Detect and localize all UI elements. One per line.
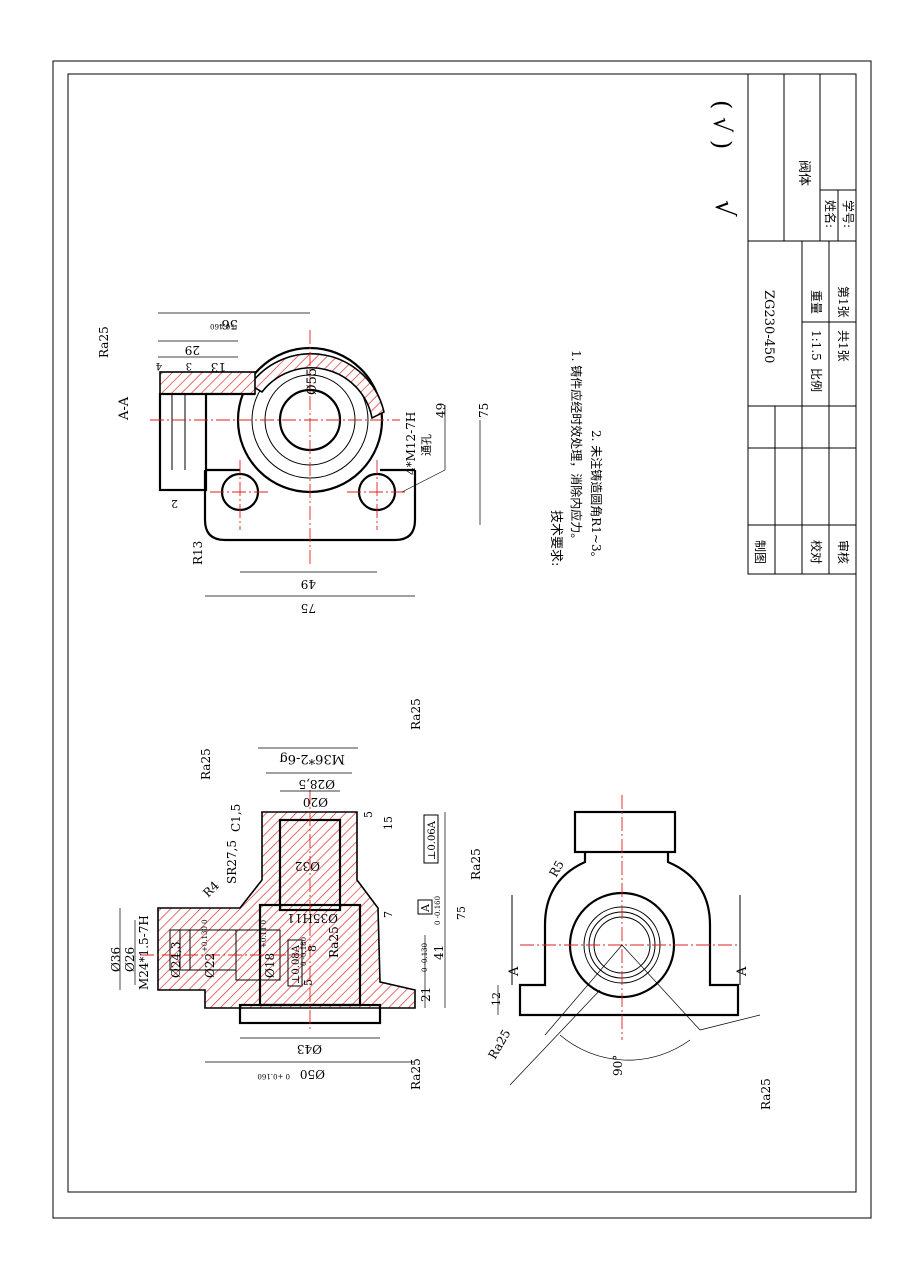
roughness-bracket-icon: ( √ ) [708,100,736,149]
dim-phi24-3: Ø24,3 [169,941,183,978]
note-2: 2. 未注铸造圆角R1~3。 [589,430,604,564]
cut-a-right: A [735,966,750,977]
dim-90deg: 90° [611,1055,625,1076]
dim-phi18-tol: +0.11 0 [260,920,268,948]
dim-phi20: Ø20 [303,795,328,809]
dim-8: 8 [306,945,319,952]
ra-front: Ra25 [759,1078,773,1110]
tol-perp1: ⊥0.06A [427,820,438,860]
dim-12: 12 [490,992,503,1006]
note-1: 1. 铸件应经时效处理，消除内应力。 [569,350,584,545]
ra-section-2: Ra25 [199,748,213,780]
dim-phi35: Ø35H11 [287,911,338,925]
ra-section-3: Ra25 [469,848,483,880]
sheets-total: 共1张 [836,330,850,362]
front-view: A A R5 12 90° Ra25 Ra25 [485,795,773,1110]
drawn-by-label: 制图 [753,540,767,564]
ra-front-2: Ra25 [485,1027,513,1061]
dim-phi22: Ø22 [203,953,217,978]
title-block: 阀体 姓名: 学号: ZG230-450 比例 1:1.5 重量 共1张 第1张… [747,73,857,575]
scale-value: 1:1.5 [809,330,823,361]
dim-phi43: Ø43 [297,1042,322,1056]
dim-75: 75 [455,906,468,920]
sheet-no: 第1张 [836,286,850,318]
dim-v75: 75 [477,403,491,418]
dim-phi50-tol: 0 +0.160 [257,1072,290,1080]
dim-phi55: Ø55 [305,368,320,395]
dim-13: 13 [211,360,226,374]
dim-15: 15 [382,816,395,830]
dim-c1-5: C1,5 [229,804,243,832]
dim-56-tol: +0.460 [210,322,236,330]
approved-label: 审核 [836,540,851,564]
ra-top: Ra25 [97,326,111,358]
section-view: M36*2-6g Ø28,5 Ø20 C1,5 SR27,5 R4 Ø32 Ø3… [109,698,483,1090]
dim-5b-tol: 0 -0.180 [300,937,308,966]
dim-5: 5 [362,811,375,818]
ra-section-5: Ra25 [409,1058,423,1090]
datum-a: A [419,903,432,913]
section-aa: A-A [117,396,132,421]
dim-h49: 49 [301,577,316,591]
dim-holes: 4*M12-7H [404,412,418,475]
dim-5b: 5 [302,979,315,986]
ra-section-1: Ra25 [409,698,423,730]
dim-21-tol: 0 -0.130 [421,943,429,972]
dim-56: 56 [221,316,238,331]
checked-label: 校对 [809,540,824,564]
dim-phi50: Ø50 [300,1067,325,1081]
dim-41: 41 [432,945,446,960]
weight-label: 重量 [809,290,823,314]
technical-notes: 技术要求: 1. 铸件应经时效处理，消除内应力。 2. 未注铸造圆角R1~3。 [548,350,604,566]
dim-7: 7 [382,911,395,918]
student-id-label: 学号: [841,200,856,228]
roughness-check-icon: √ [709,200,739,217]
tol-perp2: ⊥0.08A [291,944,302,984]
dim-sr27-5: SR27,5 [225,840,239,884]
roughness-symbol: √ ( √ ) [708,100,739,217]
dim-phi32: Ø32 [295,859,320,873]
notes-heading: 技术要求: [548,510,563,566]
dim-through: 通孔 [420,434,433,456]
dim-29: 29 [185,343,200,357]
dim-phi28-5: Ø28,5 [298,777,335,791]
outer-border [52,60,872,1219]
dim-r4: R4 [200,878,222,900]
drawing-no: ZG230-450 [761,290,776,363]
scale-label: 比例 [809,368,823,392]
cut-a-left: A [507,966,522,977]
inner-border [67,73,857,1193]
ra-section-4: Ra25 [327,926,341,958]
name-label: 姓名: [823,200,838,228]
dim-phi18: Ø18 [263,953,277,978]
dim-phi22-tol: +0.130 0 [201,919,209,952]
dim-2: 2 [171,497,178,510]
dim-3: 3 [186,360,192,371]
dim-phi26: Ø26 [123,947,137,972]
dim-v49: 49 [434,403,448,418]
dim-r13: R13 [191,541,205,565]
dim-m36: M36*2-6g [279,751,345,766]
dim-4: 4 [156,360,162,371]
dim-21: 21 [419,987,433,1002]
part-name: 阀体 [796,160,811,186]
dim-m24: M24*1.5-7H [137,915,151,990]
dim-phi36: Ø36 [109,947,123,972]
top-view: 56 +0.460 29 13 3 4 2 A-A Ra25 Ø55 4*M12… [97,312,491,615]
dim-h75: 75 [301,601,316,615]
dim-41-tol: 0 -0.160 [434,896,442,925]
